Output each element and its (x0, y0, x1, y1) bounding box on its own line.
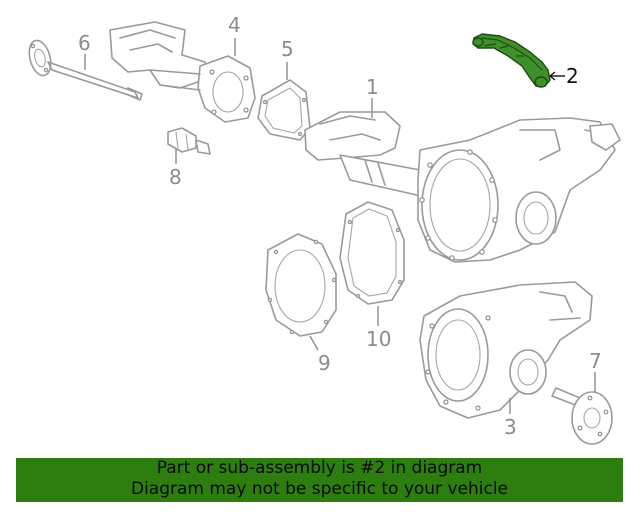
leader-2-arrow (549, 71, 556, 81)
callout-7: 7 (589, 349, 602, 373)
leader-9 (309, 335, 319, 351)
axle-assembly-part-1[interactable] (304, 111, 621, 263)
callout-4: 4 (228, 13, 241, 37)
cover-gasket-part-9[interactable] (265, 233, 337, 337)
banner-line-1: Part or sub-assembly is #2 in diagram (156, 458, 483, 478)
gasket-part-10[interactable] (339, 201, 405, 305)
gasket-part-5[interactable] (257, 79, 311, 141)
sensor-part[interactable] (167, 127, 211, 155)
callout-leaders (84, 38, 596, 414)
info-banner: Part or sub-assembly is #2 in diagram Di… (16, 458, 623, 502)
pinion-flange-part-7[interactable] (551, 387, 613, 445)
callout-8: 8 (169, 165, 182, 189)
callout-6: 6 (78, 31, 91, 55)
callout-2: 2 (566, 64, 579, 88)
axle-shaft-part[interactable] (26, 38, 143, 101)
callout-1: 1 (366, 75, 379, 99)
banner-line-2: Diagram may not be specific to your vehi… (130, 479, 508, 499)
callout-10: 10 (366, 327, 391, 351)
callout-9: 9 (318, 351, 331, 375)
axle-tube-housing-part[interactable] (109, 21, 256, 123)
callout-5: 5 (281, 37, 294, 61)
callout-labels: 1 2 3 4 5 6 7 8 9 10 (78, 13, 602, 439)
callout-3: 3 (504, 415, 517, 439)
bracket-part-2[interactable] (472, 33, 551, 88)
differential-carrier-part-3[interactable] (419, 281, 593, 419)
